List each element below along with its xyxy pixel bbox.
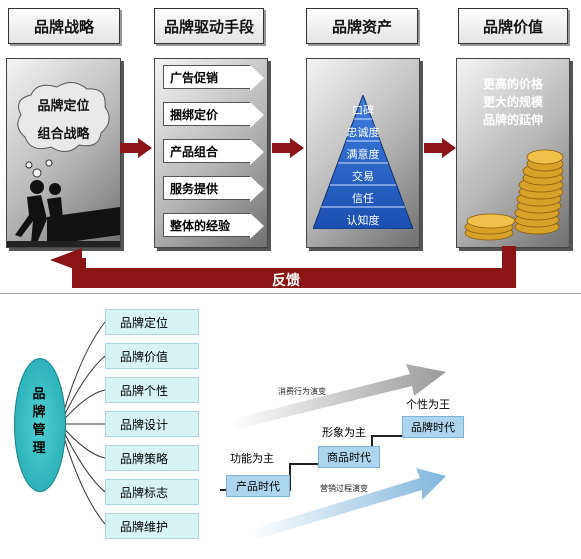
era-box: 商品时代 bbox=[318, 446, 380, 468]
value-line: 品牌的延伸 bbox=[482, 113, 543, 127]
center-label: 品牌管理 bbox=[32, 387, 46, 456]
center-node bbox=[14, 358, 66, 492]
driver-item: 广告促销 bbox=[163, 65, 264, 91]
arrow-bottom-label: 营销过程演变 bbox=[320, 484, 368, 493]
driver-item: 产品组合 bbox=[163, 139, 264, 165]
pyramid-level: 忠诚度 bbox=[346, 126, 380, 139]
branch-item: 品牌个性 bbox=[105, 377, 199, 403]
arrow-right-icon bbox=[272, 138, 304, 158]
brand-equity-pyramid bbox=[313, 95, 413, 229]
pyramid-level: 交易 bbox=[352, 170, 374, 183]
era-top-label: 个性为王 bbox=[406, 398, 450, 411]
header-brand-drivers: 品牌驱动手段 bbox=[154, 8, 264, 44]
driver-item: 服务提供 bbox=[163, 176, 264, 202]
arrow-top-label: 消费行为演变 bbox=[278, 387, 326, 396]
pyramid-level: 认知度 bbox=[346, 214, 380, 227]
feedback-arrow bbox=[50, 246, 516, 288]
value-line: 更高的价格 bbox=[482, 77, 543, 91]
section-divider bbox=[0, 293, 581, 294]
driver-item: 捆绑定价 bbox=[163, 102, 264, 128]
era-top-label: 形象为主 bbox=[322, 426, 366, 439]
header-brand-equity: 品牌资产 bbox=[306, 8, 418, 44]
pyramid-level: 口碑 bbox=[352, 104, 374, 117]
branch-item: 品牌定位 bbox=[105, 309, 199, 335]
header-brand-value: 品牌价值 bbox=[458, 8, 568, 44]
branch-item: 品牌设计 bbox=[105, 411, 199, 437]
value-panel: 更高的价格 更大的规模 品牌的延伸 bbox=[456, 58, 570, 248]
era-box: 产品时代 bbox=[226, 475, 290, 497]
pyramid-level: 信任 bbox=[352, 192, 374, 205]
branch-item: 品牌维护 bbox=[105, 513, 199, 539]
branch-item: 品牌标志 bbox=[105, 479, 199, 505]
arrow-right-icon bbox=[424, 138, 456, 158]
branch-item: 品牌策略 bbox=[105, 445, 199, 471]
arrow-right-icon bbox=[120, 138, 152, 158]
branch-item: 品牌价值 bbox=[105, 343, 199, 369]
equity-panel: 口碑 忠诚度 满意度 交易 信任 认知度 bbox=[306, 58, 420, 248]
bottom-arrow-shape bbox=[250, 468, 446, 540]
thinking-people-icon bbox=[7, 159, 120, 247]
drivers-panel: 广告促销 捆绑定价 产品组合 服务提供 整体的经验 bbox=[154, 58, 268, 248]
feedback-label: 反馈 bbox=[272, 273, 300, 289]
pyramid-level: 满意度 bbox=[346, 148, 380, 161]
top-arrow-shape bbox=[230, 364, 446, 430]
thought-cloud-icon bbox=[17, 82, 110, 152]
era-top-label: 功能为主 bbox=[230, 452, 274, 465]
era-box: 品牌时代 bbox=[402, 416, 464, 438]
header-brand-strategy: 品牌战略 bbox=[8, 8, 120, 44]
strategy-line1: 品牌定位 bbox=[37, 99, 90, 114]
driver-item: 整体的经验 bbox=[163, 213, 264, 239]
strategy-line2: 组合战略 bbox=[37, 127, 90, 142]
value-line: 更大的规模 bbox=[482, 95, 543, 109]
gold-coins-icon bbox=[464, 149, 564, 241]
strategy-panel: 品牌定位 组合战略 bbox=[6, 58, 121, 248]
